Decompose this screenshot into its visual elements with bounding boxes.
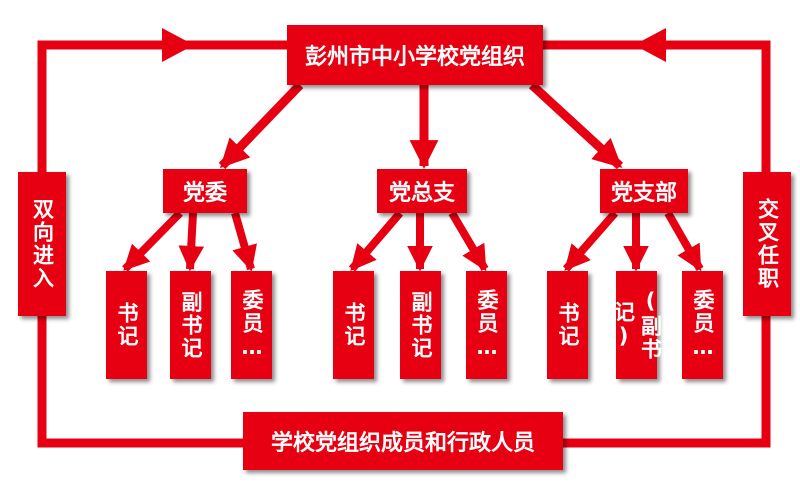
leaf-node-label: 书记 [342, 302, 366, 348]
level1-node-general-branch: 党总支 [377, 169, 467, 213]
loop-line-left-lower [37, 316, 243, 448]
bottom-node: 学校党组织成员和行政人员 [243, 412, 563, 470]
loop-arrowhead-left [162, 28, 194, 62]
leaf-node-secretary: 书记 [333, 271, 374, 379]
leaf-node-label: (副书记) [611, 289, 663, 361]
leaf-node-label: 委员… [240, 289, 264, 361]
leaf-node-label: 副书记 [179, 290, 203, 360]
right-side-label: 交叉任职 [755, 198, 780, 290]
arrow-lvl1-1-to-leaf-0 [348, 210, 404, 272]
leaf-node-label: 副书记 [409, 290, 433, 360]
arrow-top-to-lvl1-2 [528, 81, 624, 170]
leaf-node-label: 委员… [475, 289, 499, 361]
right-side-node: 交叉任职 [743, 172, 791, 316]
bottom-node-label: 学校党组织成员和行政人员 [270, 431, 535, 456]
leaf-node-secretary: 书记 [106, 271, 147, 379]
arrow-lvl1-0-to-leaf-0 [122, 210, 183, 272]
arrow-lvl1-1-to-leaf-2 [448, 210, 489, 272]
left-side-label: 双向进入 [30, 198, 55, 290]
loop-arrowhead-right [634, 28, 666, 62]
leaf-node-committee-member: 委员… [231, 271, 272, 379]
arrow-lvl1-2-to-leaf-2 [664, 211, 704, 272]
leaf-node-committee-member: 委员… [682, 271, 723, 379]
leaf-node-secretary: 书记 [547, 271, 588, 379]
loop-line-right [543, 40, 771, 172]
leaf-node-deputy-secretary: 副书记 [400, 271, 441, 379]
leaf-node-label: 书记 [556, 302, 580, 348]
arrow-lvl1-2-to-leaf-0 [562, 210, 619, 272]
level1-node-label: 党总支 [388, 181, 455, 206]
level1-node-label: 党委 [182, 181, 227, 206]
arrow-lvl1-0-to-leaf-2 [231, 211, 257, 272]
leaf-node-deputy-secretary: (副书记) [612, 271, 663, 379]
arrow-top-to-lvl1-0 [218, 81, 304, 170]
leaf-node-label: 书记 [115, 302, 139, 348]
level1-node-label: 党支部 [610, 181, 677, 206]
level1-node-branch: 党支部 [600, 169, 688, 213]
top-node-label: 彭州市中小学校党组织 [304, 45, 525, 70]
arrow-lvl1-0-to-leaf-1 [178, 212, 205, 272]
left-side-node: 双向进入 [18, 172, 66, 316]
leaf-node-committee-member: 委员… [466, 271, 507, 379]
level1-node-party-committee: 党委 [163, 169, 247, 213]
leaf-node-deputy-secretary: 副书记 [170, 271, 211, 379]
loop-line-left [37, 40, 287, 172]
top-node: 彭州市中小学校党组织 [287, 25, 543, 85]
leaf-node-label: 委员… [691, 289, 715, 361]
loop-line-right-lower [563, 316, 771, 448]
